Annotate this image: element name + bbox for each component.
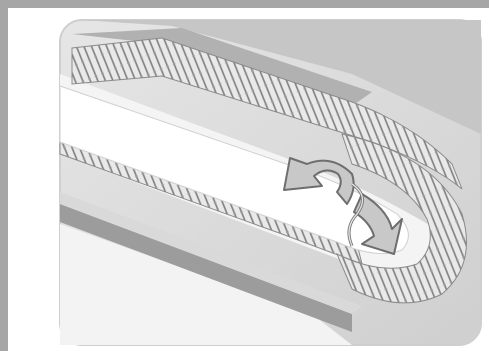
brush-svg: [52, 14, 489, 351]
cleaning-brush-illustration: [52, 14, 489, 351]
frame-top-border: [0, 0, 489, 8]
frame-left-border: [0, 0, 8, 351]
